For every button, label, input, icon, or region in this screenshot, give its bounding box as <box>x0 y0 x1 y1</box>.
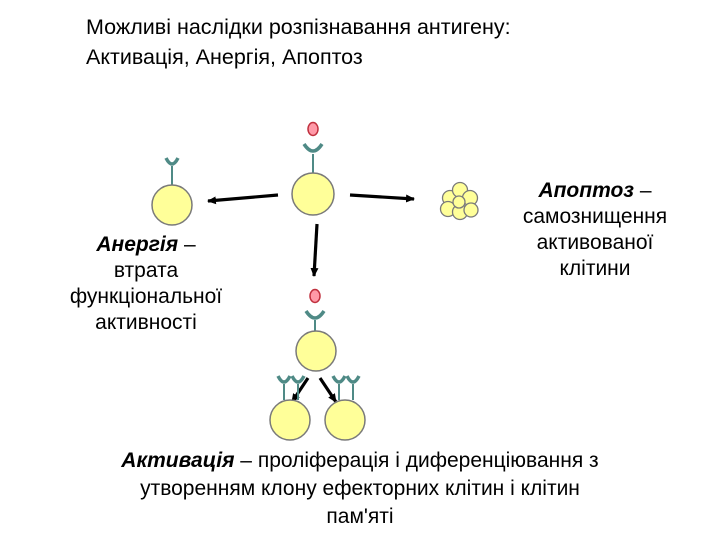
apoptosis-line-4: клітини <box>559 257 631 280</box>
title-line-2: Активація, Анергія, Апоптоз <box>86 45 363 69</box>
slide-title: Можливі наслідки розпізнавання антигену:… <box>86 12 706 72</box>
receptor-icon <box>302 142 324 153</box>
anergy-line-4: активності <box>95 311 197 334</box>
receptor-icon <box>290 375 306 384</box>
activated-cell <box>295 288 337 372</box>
apoptosis-label: Апоптоз – самознищення активованої кліти… <box>486 178 704 282</box>
antigen-icon <box>309 288 321 304</box>
central-cell <box>291 121 335 216</box>
apoptosis-line-2: самознищення <box>522 205 668 228</box>
receptor-icon <box>304 309 326 320</box>
title-line-1: Можливі наслідки розпізнавання антигену: <box>86 15 511 39</box>
arrow-to-activation <box>310 223 319 277</box>
arrow-to-daughter-left <box>290 377 310 403</box>
anergy-line-3: функціональної <box>69 285 223 308</box>
anergy-dash: – <box>178 233 196 256</box>
activation-label: Активація – проліферація і диференціюван… <box>18 447 702 531</box>
cell-body <box>269 399 311 441</box>
cell-body <box>151 184 193 226</box>
cell-body <box>324 399 366 441</box>
antigen-icon <box>307 121 319 137</box>
activation-line-2: утворенням клону ефекторних клітин і клі… <box>140 477 580 500</box>
cell-body <box>295 330 337 372</box>
arrow-to-daughter-right <box>318 377 338 403</box>
activation-term: Активація <box>121 449 235 472</box>
anergy-term: Анергія <box>96 233 179 256</box>
daughter-cell-right <box>324 375 366 441</box>
arrow-to-anergy <box>207 193 279 205</box>
arrows <box>207 193 415 403</box>
anergy-line-2: втрата <box>113 259 179 282</box>
apoptotic-cell <box>439 181 479 221</box>
cell-body <box>291 172 335 216</box>
apoptosis-term: Апоптоз <box>538 179 635 202</box>
anergy-label: Анергія – втрата функціональної активнос… <box>28 232 264 336</box>
activation-line-3: пам'яті <box>326 505 394 528</box>
receptor-icon <box>164 157 180 166</box>
daughter-cell-left <box>269 375 311 441</box>
apoptosis-line-3: активованої <box>536 231 654 254</box>
receptor-icon <box>345 375 361 384</box>
arrow-to-apoptosis <box>349 193 415 203</box>
apoptosis-dash: – <box>634 179 652 202</box>
receptor-icon <box>331 375 347 384</box>
receptor-icon <box>276 375 292 384</box>
anergic-cell <box>151 157 193 226</box>
activation-rest: – проліферація і диференціювання з <box>234 449 599 472</box>
